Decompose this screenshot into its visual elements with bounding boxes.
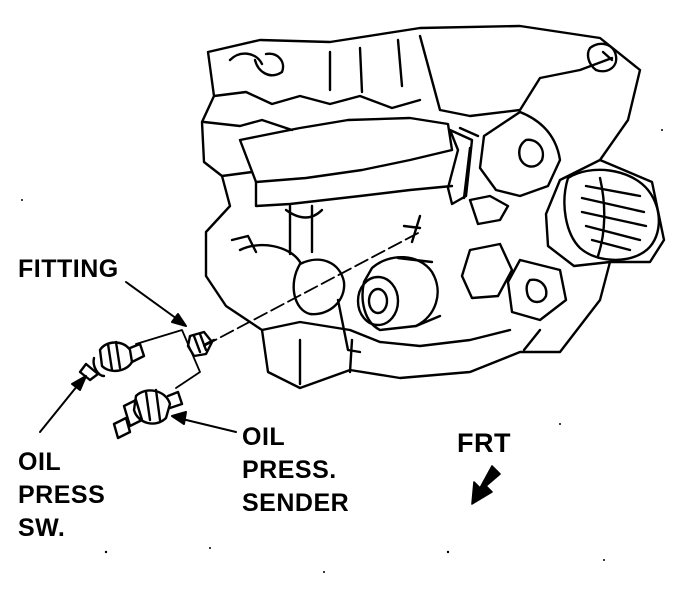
front-direction-label-text: FRT: [457, 428, 511, 458]
oil-press-switch-label-line-1: OIL: [18, 448, 62, 476]
oil-press-sender-label-line-1: OIL: [242, 423, 286, 451]
oil-press-switch-part: [78, 340, 146, 382]
oil-press-sender-label-line-2: PRESS.: [242, 456, 337, 484]
oil-press-sender-label: OIL PRESS. SENDER: [242, 421, 349, 520]
engine-block: [200, 24, 666, 390]
leader-arrows: [39, 281, 237, 433]
print-specks: [21, 129, 663, 573]
assembly-bracket: [135, 329, 201, 389]
fitting-arrowhead: [171, 313, 187, 327]
front-direction-arrow: [471, 465, 501, 505]
switch-arrowhead: [71, 375, 87, 391]
sender-leader-line: [177, 417, 237, 433]
oil-press-switch-label-line-3: SW.: [18, 514, 66, 542]
fitting-label-text: FITTING: [18, 255, 119, 283]
sender-arrowhead: [171, 411, 187, 425]
fitting-leader-line: [125, 281, 185, 325]
oil-press-sender-part: [112, 388, 184, 440]
install-path-line: [203, 231, 421, 347]
oil-press-switch-label: OIL PRESS SW.: [18, 446, 105, 545]
oil-press-sender-label-line-3: SENDER: [242, 489, 350, 517]
oil-press-switch-label-line-2: PRESS: [18, 481, 106, 509]
front-direction-label: FRT: [457, 427, 511, 460]
switch-leader-line: [39, 379, 83, 433]
fitting-label: FITTING: [18, 253, 119, 286]
